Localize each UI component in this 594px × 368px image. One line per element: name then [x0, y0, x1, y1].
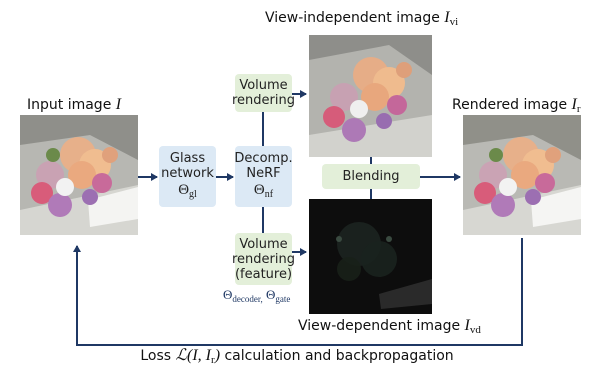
- view-independent-sub: vi: [449, 16, 459, 28]
- decoder-theta-sub: decoder,: [232, 294, 263, 304]
- glass-network-line2: network: [161, 166, 214, 181]
- decomp-nerf-param: Θnf: [254, 183, 273, 202]
- vol-top-line2: rendering: [232, 93, 295, 108]
- rendered-image-var: I: [571, 96, 577, 113]
- decoder-theta: Θ: [223, 287, 233, 302]
- glass-network-box: Glass network Θgl: [159, 146, 216, 207]
- view-independent-label: View-independent image Ivi: [265, 10, 458, 30]
- loss-math-close: ): [214, 347, 221, 364]
- volume-rendering-feature-box: Volume rendering (feature): [232, 233, 295, 285]
- volume-rendering-top-box: Volume rendering: [232, 74, 295, 112]
- input-image-photo: [20, 115, 138, 235]
- nerf-theta: Θ: [253, 182, 265, 198]
- decomp-nerf-line1: Decomp.: [234, 151, 293, 166]
- decomp-nerf-box: Decomp. NeRF Θnf: [234, 146, 293, 207]
- view-independent-label-text: View-independent image: [265, 10, 445, 26]
- view-dependent-label-text: View-dependent image: [298, 318, 465, 334]
- glass-network-line1: Glass: [169, 151, 206, 166]
- input-image-label: Input image I: [27, 96, 122, 114]
- decomp-nerf-line2: NeRF: [246, 166, 281, 181]
- rendered-image-sub: r: [576, 103, 581, 115]
- rendered-image-photo: [463, 115, 581, 235]
- vol-bottom-params: Θdecoder, Θgate: [223, 287, 290, 304]
- rendered-image-label: Rendered image Ir: [452, 97, 581, 117]
- view-independent-photo: [309, 35, 432, 157]
- vol-top-line1: Volume: [239, 78, 288, 93]
- loss-suffix: calculation and backpropagation: [220, 348, 454, 364]
- blending-box: Blending: [322, 164, 420, 189]
- view-dependent-photo: [309, 199, 432, 314]
- glass-theta: Θ: [178, 182, 190, 198]
- view-dependent-sub: vd: [469, 324, 481, 336]
- nerf-theta-sub: nf: [264, 189, 274, 200]
- rendered-image-label-text: Rendered image: [452, 97, 572, 113]
- loss-prefix: Loss: [140, 348, 176, 364]
- vol-bottom-line3: (feature): [234, 266, 293, 282]
- input-image-var: I: [115, 96, 122, 113]
- arrow-feedback-loop: [73, 238, 523, 346]
- view-dependent-label: View-dependent image Ivd: [298, 318, 481, 338]
- input-image-label-text: Input image: [27, 97, 116, 113]
- loss-label: Loss ℒ(I, Ir) calculation and backpropag…: [0, 348, 594, 368]
- vol-bottom-line2: rendering: [232, 251, 295, 267]
- gate-theta: Θ: [266, 287, 276, 302]
- glass-network-param: Θgl: [178, 183, 197, 202]
- loss-math: ℒ(I, I: [175, 347, 212, 364]
- vol-bottom-line1: Volume: [239, 236, 288, 252]
- gate-theta-sub: gate: [275, 294, 291, 304]
- view-independent-var: I: [444, 9, 450, 26]
- loss-math-sub: r: [211, 354, 215, 366]
- blending-label: Blending: [342, 169, 400, 184]
- glass-theta-sub: gl: [189, 189, 197, 200]
- view-dependent-var: I: [464, 317, 470, 334]
